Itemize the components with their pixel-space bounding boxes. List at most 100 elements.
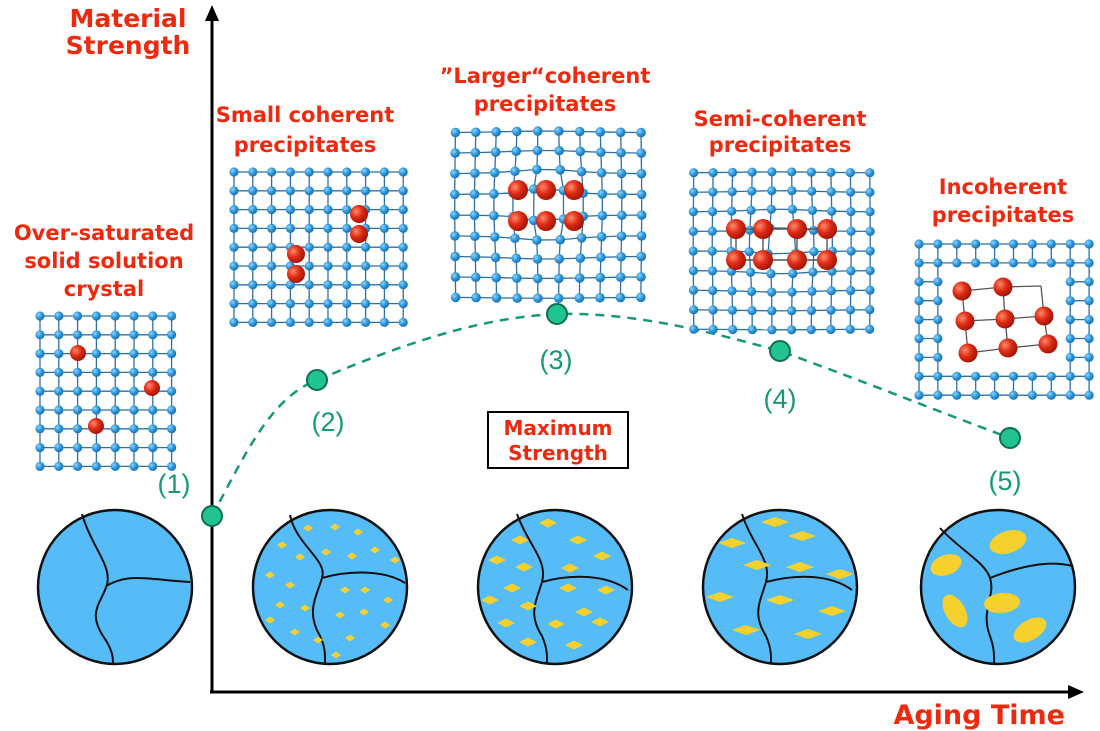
precipitate-atom <box>144 380 160 396</box>
host-atom <box>727 286 737 296</box>
host-atom <box>914 333 924 344</box>
host-atom <box>1008 258 1019 268</box>
precipitate-atom <box>536 180 556 200</box>
host-atom <box>379 205 389 215</box>
host-atom <box>787 204 798 214</box>
host-atom <box>865 305 875 315</box>
host-atom <box>787 186 797 196</box>
host-atom <box>1008 239 1019 249</box>
host-atom <box>826 305 836 315</box>
microstructure-stage-1 <box>36 508 194 666</box>
precipitate-atom <box>817 219 837 239</box>
host-atom <box>1084 296 1094 306</box>
host-atom <box>129 311 139 321</box>
host-atom <box>865 266 875 276</box>
host-atom <box>806 305 817 316</box>
host-atom <box>470 147 481 158</box>
host-atom <box>636 231 647 241</box>
precipitate-atom <box>1038 334 1058 354</box>
host-atom <box>1084 258 1094 268</box>
precipitate-atom <box>564 180 584 200</box>
host-atom <box>129 349 139 359</box>
host-atom <box>617 189 627 200</box>
host-atom <box>708 167 718 178</box>
host-atom <box>575 146 586 157</box>
data-point-5 <box>999 427 1021 449</box>
host-atom <box>528 215 539 226</box>
host-atom <box>248 242 258 252</box>
host-atom <box>597 210 608 221</box>
host-atom <box>342 167 352 177</box>
host-atom <box>469 210 480 221</box>
host-atom <box>914 390 924 400</box>
host-atom <box>167 311 177 321</box>
host-atom <box>267 186 277 196</box>
host-atom <box>110 386 120 396</box>
host-atom <box>167 424 177 434</box>
host-atom <box>491 127 502 137</box>
precipitate-particle <box>359 608 369 616</box>
precipitate-atom <box>726 250 746 270</box>
host-atom <box>167 330 177 340</box>
host-atom <box>952 239 962 249</box>
host-atom <box>323 186 333 196</box>
host-atom <box>73 311 83 321</box>
svg-text:precipitates: precipitates <box>932 203 1075 227</box>
host-atom <box>148 349 158 359</box>
host-atom <box>990 390 1000 400</box>
host-atom <box>1065 315 1075 325</box>
host-atom <box>91 311 101 321</box>
precipitate-particle <box>390 556 400 564</box>
precipitate-particle <box>597 585 615 595</box>
host-atom <box>470 272 481 283</box>
host-atom <box>576 166 587 177</box>
host-atom <box>148 330 158 340</box>
host-atom <box>1065 371 1075 381</box>
host-atom <box>574 273 585 283</box>
host-atom <box>379 223 389 233</box>
host-atom <box>304 280 314 290</box>
maximum-strength-box: Maximum Strength <box>487 411 629 469</box>
precipitate-particle <box>321 548 331 556</box>
host-atom <box>361 167 371 177</box>
host-atom <box>845 168 855 178</box>
host-atom <box>54 330 64 340</box>
host-atom <box>129 424 139 434</box>
lattice-stage-3 <box>449 126 647 304</box>
host-atom <box>73 386 83 396</box>
host-atom <box>342 317 352 327</box>
host-atom <box>933 352 943 362</box>
host-atom <box>398 242 408 252</box>
host-atom <box>532 273 543 284</box>
host-atom <box>379 299 389 309</box>
host-atom <box>285 317 295 327</box>
host-atom <box>554 126 564 136</box>
host-atom <box>167 367 177 377</box>
host-atom <box>952 371 962 381</box>
host-atom <box>746 205 756 215</box>
host-atom <box>470 252 481 262</box>
data-point-2 <box>306 369 328 391</box>
precipitate-particle <box>347 552 357 560</box>
precipitate-atom <box>508 180 528 200</box>
host-atom <box>787 167 797 177</box>
svg-text:precipitates: precipitates <box>234 133 377 157</box>
microstructure-stage-3 <box>476 508 634 666</box>
host-atom <box>267 299 277 309</box>
precipitate-particle <box>565 640 583 650</box>
host-atom <box>971 258 981 268</box>
precipitate-particle <box>330 523 340 531</box>
precipitate-particle <box>786 562 814 572</box>
host-atom <box>35 330 45 340</box>
host-atom <box>229 186 239 196</box>
host-atom <box>361 261 371 271</box>
host-atom <box>512 293 522 303</box>
precipitate-particle <box>575 607 593 617</box>
host-atom <box>35 349 45 359</box>
host-atom <box>323 167 333 177</box>
host-atom <box>636 272 646 282</box>
host-atom <box>110 405 120 415</box>
stage-3-title: ”Larger“coherent precipitates <box>440 64 651 116</box>
host-atom <box>846 285 856 296</box>
